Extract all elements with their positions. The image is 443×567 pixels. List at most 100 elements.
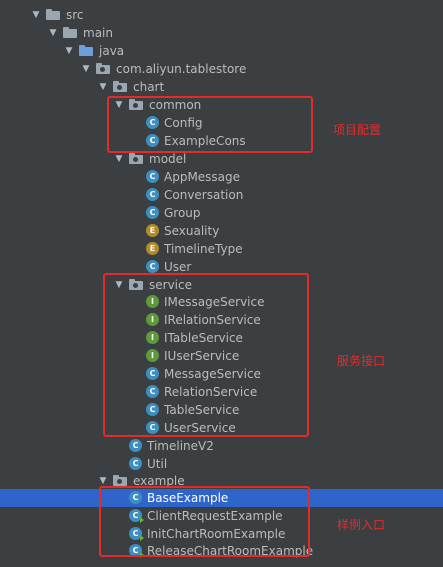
tree-node-label: UserService (164, 420, 236, 435)
tree-node-com-aliyun-tablestore[interactable]: ▼ com.aliyun.tablestore (0, 60, 443, 78)
tree-node-java[interactable]: ▼ java (0, 42, 443, 60)
tree-node-group[interactable]: C Group (0, 204, 443, 222)
tree-node-chart[interactable]: ▼ chart (0, 78, 443, 96)
tree-node-common[interactable]: ▼ common (0, 96, 443, 114)
tree-node-label: Config (164, 115, 203, 130)
tree-node-example[interactable]: ▼ example (0, 472, 443, 490)
tree-node-label: com.aliyun.tablestore (116, 61, 247, 76)
tree-node-label: InitChartRoomExample (147, 526, 286, 541)
tree-node-messageservice[interactable]: C MessageService (0, 365, 443, 383)
annotation-label-common: 项目配置 (333, 123, 382, 137)
expand-arrow-icon[interactable]: ▼ (32, 9, 40, 20)
tree-node-label: IUserService (164, 348, 240, 363)
tree-node-src[interactable]: ▼ src (0, 6, 443, 24)
tree-node-initchartroomexample[interactable]: C InitChartRoomExample (0, 525, 443, 543)
class-icon: C (146, 188, 159, 202)
interface-icon: I (146, 295, 159, 309)
package-icon (113, 475, 127, 487)
expand-arrow-icon[interactable]: ▼ (82, 63, 90, 74)
tree-node-userservice[interactable]: C UserService (0, 419, 443, 437)
tree-node-label: RelationService (164, 384, 258, 399)
tree-node-irelationservice[interactable]: I IRelationService (0, 311, 443, 329)
class-icon: C (146, 421, 159, 435)
tree-node-iuserservice[interactable]: I IUserService (0, 347, 443, 365)
expand-arrow-icon[interactable]: ▼ (115, 153, 123, 164)
package-icon (129, 153, 143, 165)
tree-node-clientrequestexample[interactable]: C ClientRequestExample (0, 507, 443, 525)
folder-icon (63, 27, 77, 39)
tree-node-label: Conversation (164, 187, 244, 202)
expand-arrow-icon[interactable]: ▼ (115, 99, 123, 110)
tree-node-conversation[interactable]: C Conversation (0, 186, 443, 204)
tree-node-releasechartroomexample[interactable]: C ReleaseChartRoomExample (0, 542, 443, 560)
class-icon: C (146, 116, 159, 130)
tree-node-label: ExampleCons (164, 133, 246, 148)
tree-node-label: chart (133, 79, 165, 94)
tree-node-label: Sexuality (164, 223, 220, 238)
tree-node-baseexample[interactable]: C BaseExample (0, 489, 443, 507)
annotation-box-service (103, 273, 309, 437)
annotation-label-example: 样例入口 (337, 518, 386, 532)
tree-node-label: ReleaseChartRoomExample (147, 543, 314, 558)
package-icon (96, 63, 110, 75)
tree-node-label: TimelineType (164, 241, 243, 256)
class-icon: C (146, 134, 159, 148)
package-icon (129, 99, 143, 111)
source-folder-icon (79, 45, 93, 57)
tree-node-itableservice[interactable]: I ITableService (0, 329, 443, 347)
tree-node-label: AppMessage (164, 169, 241, 184)
class-icon: C (129, 491, 142, 505)
class-icon: C (146, 170, 159, 184)
tree-node-label: ITableService (164, 330, 243, 345)
runnable-class-icon: C (129, 527, 144, 542)
class-icon: C (146, 206, 159, 220)
class-icon: C (129, 457, 142, 471)
tree-node-label: TableService (164, 402, 240, 417)
tree-node-sexuality[interactable]: E Sexuality (0, 222, 443, 240)
tree-node-util[interactable]: C Util (0, 455, 443, 473)
tree-node-tableservice[interactable]: C TableService (0, 401, 443, 419)
tree-node-label: example (133, 473, 185, 488)
tree-node-label: src (66, 7, 84, 22)
tree-node-label: Group (164, 205, 201, 220)
expand-arrow-icon[interactable]: ▼ (65, 45, 73, 56)
tree-node-imessageservice[interactable]: I IMessageService (0, 293, 443, 311)
package-icon (113, 81, 127, 93)
enum-icon: E (146, 242, 159, 256)
class-icon: C (146, 367, 159, 381)
annotation-box-example (99, 486, 310, 557)
tree-node-appmessage[interactable]: C AppMessage (0, 168, 443, 186)
tree-node-config[interactable]: C Config (0, 114, 443, 132)
tree-node-model[interactable]: ▼ model (0, 150, 443, 168)
tree-node-timelinev2[interactable]: C TimelineV2 (0, 437, 443, 455)
tree-node-label: model (149, 151, 187, 166)
tree-node-user[interactable]: C User (0, 258, 443, 276)
tree-node-main[interactable]: ▼ main (0, 24, 443, 42)
tree-node-label: MessageService (164, 366, 261, 381)
interface-icon: I (146, 331, 159, 345)
tree-node-service[interactable]: ▼ service (0, 276, 443, 294)
tree-node-label: Util (147, 456, 168, 471)
tree-node-label: IMessageService (164, 294, 265, 309)
interface-icon: I (146, 349, 159, 363)
tree-node-label: TimelineV2 (147, 438, 214, 453)
annotation-box-common (107, 96, 313, 153)
tree-node-timelinetype[interactable]: E TimelineType (0, 240, 443, 258)
expand-arrow-icon[interactable]: ▼ (115, 279, 123, 290)
tree-node-label: User (164, 259, 192, 274)
tree-node-label: common (149, 97, 202, 112)
tree-node-label: main (83, 25, 113, 40)
tree-node-label: ClientRequestExample (147, 508, 283, 523)
runnable-class-icon: C (129, 509, 144, 524)
tree-node-label: BaseExample (147, 490, 229, 505)
expand-arrow-icon[interactable]: ▼ (99, 81, 107, 92)
interface-icon: I (146, 313, 159, 327)
tree-node-examplecons[interactable]: C ExampleCons (0, 132, 443, 150)
tree-node-label: service (149, 277, 192, 292)
expand-arrow-icon[interactable]: ▼ (99, 475, 107, 486)
tree-node-relationservice[interactable]: C RelationService (0, 383, 443, 401)
tree-node-label: IRelationService (164, 312, 261, 327)
class-icon: C (146, 260, 159, 274)
expand-arrow-icon[interactable]: ▼ (49, 27, 57, 38)
